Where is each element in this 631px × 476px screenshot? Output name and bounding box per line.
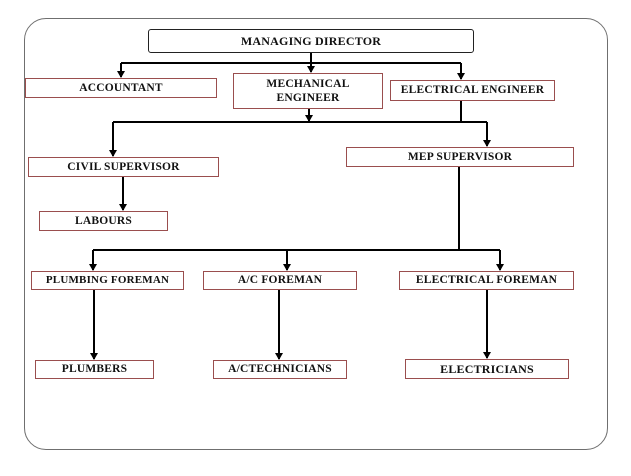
node-accountant: ACCOUNTANT bbox=[25, 78, 217, 98]
node-managing-director: MANAGING DIRECTOR bbox=[148, 29, 474, 53]
node-ac-foreman: A/C FOREMAN bbox=[203, 271, 357, 290]
node-plumbers: PLUMBERS bbox=[35, 360, 154, 379]
node-plumbing-foreman: PLUMBING FOREMAN bbox=[31, 271, 184, 290]
node-ac-technicians: A/CTECHNICIANS bbox=[213, 360, 347, 379]
node-civil-supervisor: CIVIL SUPERVISOR bbox=[28, 157, 219, 177]
node-labours: LABOURS bbox=[39, 211, 168, 231]
node-mep-supervisor: MEP SUPERVISOR bbox=[346, 147, 574, 167]
node-mechanical-engineer: MECHANICAL ENGINEER bbox=[233, 73, 383, 109]
node-electrical-engineer: ELECTRICAL ENGINEER bbox=[390, 80, 555, 101]
diagram-frame bbox=[24, 18, 608, 450]
node-electricians: ELECTRICIANS bbox=[405, 359, 569, 379]
node-electrical-foreman: ELECTRICAL FOREMAN bbox=[399, 271, 574, 290]
